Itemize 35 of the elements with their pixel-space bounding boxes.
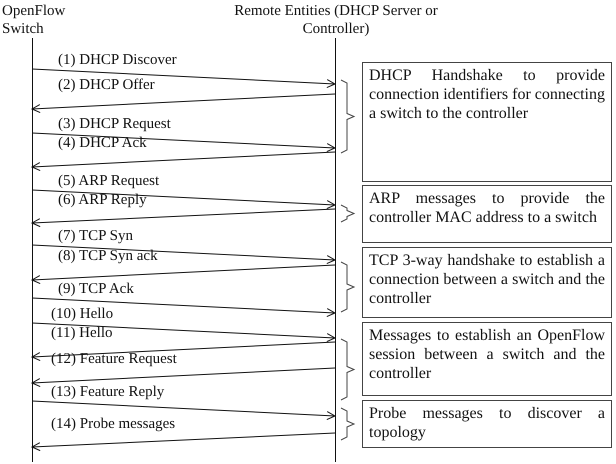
message-label: (8) TCP Syn ack bbox=[58, 248, 158, 264]
arrow bbox=[32, 322, 336, 342]
message-label: (4) DHCP Ack bbox=[58, 135, 147, 151]
message-label: (12) Feature Request bbox=[51, 351, 177, 367]
arrow bbox=[32, 152, 336, 172]
arrow bbox=[32, 264, 336, 284]
message-label: (14) Probe messages bbox=[51, 416, 176, 432]
message-label: (10) Hello bbox=[51, 306, 114, 322]
note-box: DHCP Handshake to provide connection identifiers for connecting a switch to the controller bbox=[362, 62, 612, 182]
arrow bbox=[32, 132, 336, 152]
arrow bbox=[32, 94, 336, 114]
lifeline-header: OpenFlow Switch bbox=[2, 2, 66, 38]
message-label: (11) Hello bbox=[51, 325, 113, 341]
note-box: TCP 3-way handshake to establish a connection between a switch and the controller bbox=[362, 247, 612, 318]
message-label: (5) ARP Request bbox=[58, 173, 160, 189]
message-label: (7) TCP Syn bbox=[58, 228, 134, 244]
arrow bbox=[32, 342, 336, 362]
arrow bbox=[32, 208, 336, 228]
arrow bbox=[32, 368, 336, 388]
message-label: (13) Feature Reply bbox=[51, 384, 164, 400]
arrow bbox=[32, 190, 336, 210]
message-label: (6) ARP Reply bbox=[58, 192, 147, 208]
arrow bbox=[32, 298, 336, 318]
arrow bbox=[32, 400, 336, 420]
arrow bbox=[32, 432, 336, 452]
arrow bbox=[32, 244, 336, 264]
message-label: (1) DHCP Discover bbox=[58, 52, 177, 68]
note-box: ARP messages to provide the controller MAC address to a switch bbox=[362, 185, 612, 243]
lifeline-header: Remote Entities (DHCP Server or Controller) bbox=[233, 2, 439, 38]
arrow bbox=[32, 68, 336, 88]
message-label: (9) TCP Ack bbox=[58, 281, 134, 297]
message-label: (2) DHCP Offer bbox=[58, 77, 155, 93]
message-label: (3) DHCP Request bbox=[58, 116, 171, 132]
note-box: Messages to establish an OpenFlow session between a switch and the controller bbox=[362, 322, 612, 396]
note-box: Probe messages to discover a topology bbox=[362, 400, 612, 448]
